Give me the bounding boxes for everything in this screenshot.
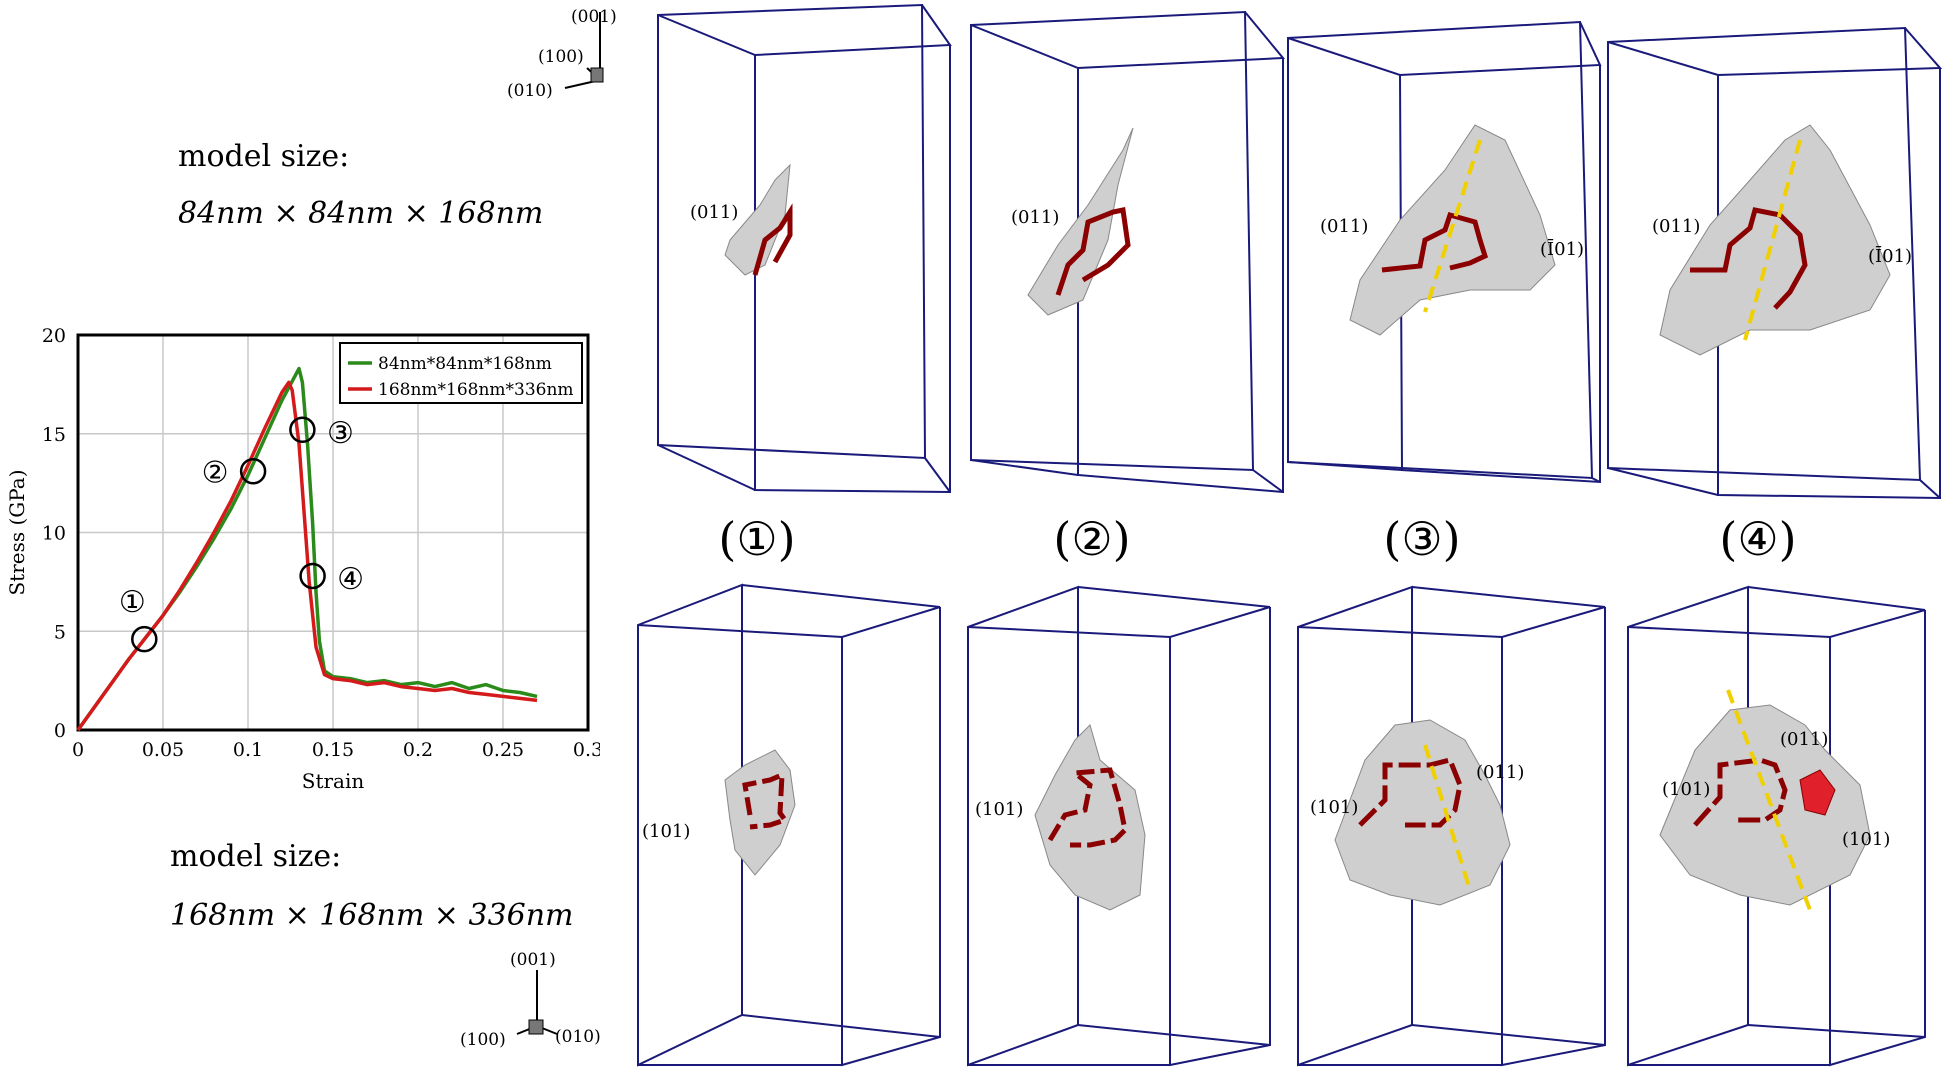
plane-label: (Ī01) — [1868, 244, 1912, 267]
legend-label: 84nm*84nm*168nm — [378, 354, 552, 374]
annotation-label: ① — [119, 585, 146, 620]
annotation-label: ③ — [327, 416, 354, 451]
model-size-label-bottom: model size: — [170, 839, 342, 874]
plane-label: (011) — [1320, 216, 1368, 237]
model-size-label-top: model size: — [178, 139, 350, 174]
annotation-circle — [289, 416, 316, 444]
simulation-panel-2-small: (011) — [970, 10, 1286, 494]
x-tick-label: 0.05 — [142, 739, 184, 761]
y-tick-label: 20 — [42, 325, 66, 347]
plane-label: (011) — [1780, 729, 1828, 750]
y-tick-label: 15 — [42, 424, 66, 446]
annotation-circle — [131, 625, 158, 653]
panel-title-1: (①) — [718, 512, 796, 566]
panel-title-3: (③) — [1383, 512, 1461, 566]
x-axis-label: Strain — [302, 769, 365, 790]
y-tick-label: 10 — [42, 523, 66, 545]
simulation-panel-3-large: (101) (011) — [1297, 585, 1606, 1067]
annotation-circle — [299, 562, 326, 590]
annotation-label: ② — [202, 455, 229, 490]
annotation-circle — [239, 458, 267, 485]
y-tick-label: 5 — [54, 621, 66, 643]
axis-label-100: (100) — [538, 47, 584, 67]
x-tick-label: 0.25 — [482, 739, 524, 761]
y-tick-label: 0 — [54, 720, 66, 742]
plane-label: (011) — [1652, 216, 1700, 237]
x-tick-label: 0.15 — [312, 739, 354, 761]
legend-box — [339, 342, 583, 404]
axis-label-001: (001) — [571, 7, 617, 27]
simulation-panel-1-large: (101) — [637, 583, 941, 1067]
plane-label: (011) — [1476, 762, 1524, 783]
plane-label: (101) — [642, 821, 690, 842]
plane-label: (101) — [975, 799, 1023, 820]
axis-triad-bottom: (001) (100) (010) — [460, 950, 601, 1050]
x-tick-label: 0.2 — [403, 739, 433, 761]
x-tick-label: 0 — [72, 739, 84, 761]
plot-frame — [76, 333, 590, 732]
plane-label: (011) — [1011, 207, 1059, 228]
plane-label: (Ī01) — [1540, 237, 1584, 260]
plane-label: (101) — [1842, 829, 1890, 850]
simulation-panel-2-large: (101) — [967, 585, 1271, 1067]
simulation-panel-4-large: (101) (011) (101) — [1627, 585, 1926, 1067]
annotation-label: ④ — [337, 562, 364, 597]
plane-label: (101) — [1310, 797, 1358, 818]
series-line-2 — [76, 380, 538, 732]
axis-label-010: (010) — [507, 81, 553, 101]
plane-label: (011) — [690, 202, 738, 223]
panel-title-4: (④) — [1719, 512, 1797, 566]
axis-label-010: (010) — [555, 1027, 601, 1047]
x-tick-label: 0.1 — [233, 739, 263, 761]
axis-label-100: (100) — [460, 1030, 506, 1050]
simulation-panel-3-small: (011) (Ī01) — [1287, 20, 1602, 484]
axis-triad-top: (001) (100) (010) — [507, 7, 617, 101]
x-tick-label: 0.3 — [573, 739, 600, 761]
y-axis-label: Stress (GPa) — [5, 469, 29, 595]
model-size-dims-bottom: 168nm × 168nm × 336nm — [170, 898, 574, 933]
legend-label: 168nm*168nm*336nm — [378, 380, 574, 400]
panel-title-2: (②) — [1053, 512, 1131, 566]
plane-label: (101) — [1662, 779, 1710, 800]
axis-label-001: (001) — [510, 950, 556, 970]
simulation-panel-1-small: (011) — [657, 3, 952, 494]
simulation-panel-4-small: (011) (Ī01) — [1607, 26, 1943, 500]
stress-strain-chart: 0 0.05 0.1 0.15 0.2 0.25 0.3 0 5 10 15 20 84nm*84nm*… — [5, 325, 600, 790]
model-size-dims-top: 84nm × 84nm × 168nm — [178, 196, 544, 231]
